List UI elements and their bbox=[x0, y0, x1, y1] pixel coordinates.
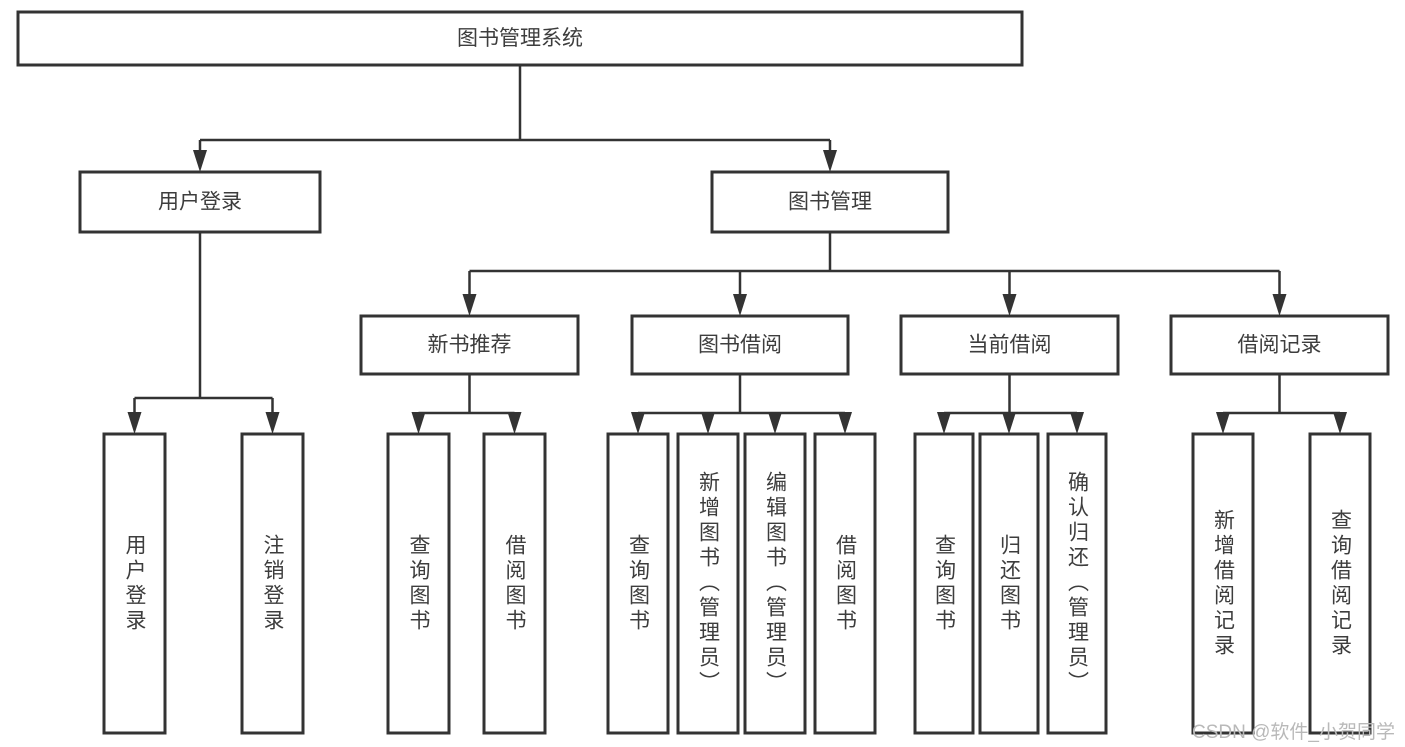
node-label-user-login: 用户登录 bbox=[158, 191, 242, 214]
arrow-head-icon-leaf-return-book bbox=[1002, 412, 1016, 434]
node-label-current-borrow: 当前借阅 bbox=[968, 334, 1052, 357]
arrow-head-icon-leaf-query-book-2 bbox=[631, 412, 645, 434]
node-label-root: 图书管理系统 bbox=[457, 27, 583, 50]
node-box-leaf-borrow-book-2[interactable] bbox=[813, 432, 877, 735]
arrow-head-icon-book-borrow bbox=[733, 294, 747, 316]
arrow-head-icon-leaf-add-record bbox=[1216, 412, 1230, 434]
arrow-head-icon-borrow-record bbox=[1272, 294, 1287, 316]
arrow-head-icon-leaf-logout bbox=[265, 412, 280, 434]
node-box-new-book-rec[interactable] bbox=[359, 314, 580, 376]
node-box-book-borrow[interactable] bbox=[630, 314, 850, 376]
node-label-book-manage: 图书管理 bbox=[788, 191, 872, 214]
arrow-head-icon-leaf-add-book bbox=[701, 412, 715, 434]
node-box-leaf-logout[interactable] bbox=[240, 432, 305, 735]
csdn-watermark: CSDN @软件_小贺同学 bbox=[1192, 722, 1395, 743]
arrow-head-icon-leaf-confirm-return bbox=[1070, 412, 1084, 434]
node-box-current-borrow[interactable] bbox=[899, 314, 1120, 376]
boxes-layer bbox=[16, 10, 1390, 735]
node-box-leaf-edit-book[interactable] bbox=[743, 432, 807, 735]
node-box-leaf-query-book-1[interactable] bbox=[386, 432, 451, 735]
arrow-head-icon-leaf-edit-book bbox=[768, 412, 782, 434]
node-label-new-book-rec: 新书推荐 bbox=[428, 334, 512, 357]
node-box-leaf-return-book[interactable] bbox=[978, 432, 1040, 735]
node-box-leaf-add-book[interactable] bbox=[676, 432, 740, 735]
node-box-leaf-query-book-3[interactable] bbox=[913, 432, 975, 735]
arrow-head-icon-book-manage bbox=[823, 150, 837, 172]
connectors-layer bbox=[127, 65, 1347, 434]
arrow-head-icon-leaf-query-record bbox=[1333, 412, 1347, 434]
arrow-head-icon-current-borrow bbox=[1002, 294, 1017, 316]
node-box-borrow-record[interactable] bbox=[1169, 314, 1390, 376]
node-box-leaf-add-record[interactable] bbox=[1191, 432, 1255, 735]
arrow-head-icon-user-login bbox=[193, 150, 207, 172]
node-box-leaf-confirm-return[interactable] bbox=[1046, 432, 1108, 735]
arrow-head-icon-leaf-borrow-book-2 bbox=[838, 412, 852, 434]
node-box-book-manage[interactable] bbox=[710, 170, 950, 234]
node-box-leaf-query-record[interactable] bbox=[1308, 432, 1372, 735]
arrow-head-icon-leaf-user-login bbox=[127, 412, 142, 434]
node-box-leaf-borrow-book-1[interactable] bbox=[482, 432, 547, 735]
node-box-root[interactable] bbox=[16, 10, 1024, 67]
node-box-leaf-query-book-2[interactable] bbox=[606, 432, 670, 735]
node-label-borrow-record: 借阅记录 bbox=[1238, 334, 1322, 357]
arrow-head-icon-leaf-borrow-book-1 bbox=[507, 412, 522, 434]
arrow-head-icon-leaf-query-book-3 bbox=[937, 412, 951, 434]
arrow-head-icon-leaf-query-book-1 bbox=[411, 412, 426, 434]
node-label-book-borrow: 图书借阅 bbox=[698, 334, 782, 357]
node-box-user-login[interactable] bbox=[78, 170, 322, 234]
node-box-leaf-user-login[interactable] bbox=[102, 432, 167, 735]
arrow-head-icon-new-book-rec bbox=[462, 294, 477, 316]
